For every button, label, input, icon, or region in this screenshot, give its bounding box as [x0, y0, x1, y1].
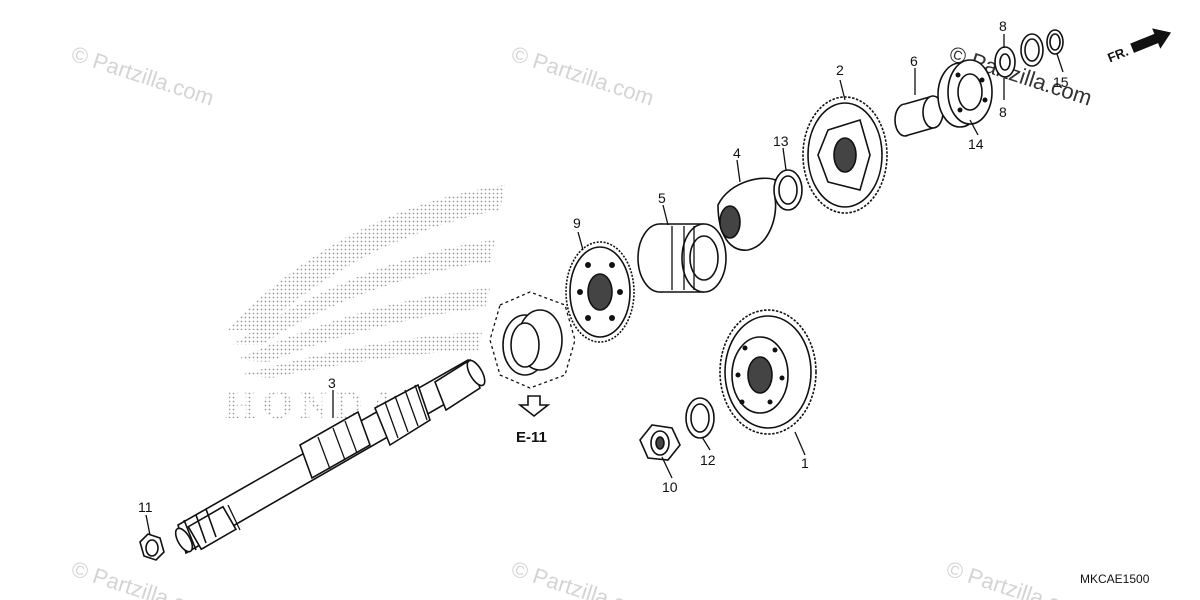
callout-6: 6	[910, 53, 918, 69]
callout-labels: 1 2 3 4 5 6 8 8 9 10 11 12 13 14 15	[138, 18, 1069, 515]
part-15-circlip[interactable]	[1020, 29, 1064, 67]
diagram-code: MKCAE1500	[1080, 572, 1150, 586]
callout-2: 2	[836, 62, 844, 78]
bearing-e11[interactable]: E-11	[489, 291, 576, 446]
front-arrow-icon	[1130, 28, 1172, 53]
leader-lines	[145, 34, 1064, 536]
callout-12: 12	[700, 452, 716, 468]
callout-11: 11	[138, 499, 153, 515]
part-3-mainshaft[interactable]	[172, 358, 488, 555]
part-12-washer[interactable]	[685, 397, 715, 439]
callout-14: 14	[968, 136, 984, 152]
callout-5: 5	[658, 190, 666, 206]
part-2-gear[interactable]	[802, 96, 888, 214]
watermark-text: © Partzilla.com	[68, 556, 217, 600]
wing-shape	[240, 332, 482, 378]
callout-13: 13	[773, 133, 789, 149]
watermark-text: © Partzilla.com	[943, 556, 1092, 600]
part-4-cam[interactable]	[717, 173, 791, 251]
wing-shape	[232, 240, 495, 345]
watermark-text: © Partzilla.com	[508, 41, 657, 111]
wing-shape	[236, 288, 490, 362]
callout-10: 10	[662, 479, 678, 495]
callout-9: 9	[573, 215, 581, 231]
part-11-locknut[interactable]	[139, 533, 165, 561]
part-5-collar[interactable]	[637, 223, 727, 293]
part-1-gear[interactable]	[719, 309, 817, 435]
callout-3: 3	[328, 375, 336, 391]
callout-8-bottom: 8	[999, 104, 1007, 120]
reference-e11-label: E-11	[516, 429, 547, 446]
part-14-bearing[interactable]	[937, 59, 993, 128]
callout-4: 4	[733, 145, 741, 161]
part-13-washer[interactable]	[773, 169, 803, 211]
callout-8-top: 8	[999, 18, 1007, 34]
part-9-gear[interactable]	[565, 241, 635, 343]
wing-shape	[228, 185, 505, 330]
callout-15: 15	[1053, 74, 1069, 90]
front-direction-indicator: FR.	[1105, 28, 1172, 66]
watermark-text: © Partzilla.com	[508, 556, 657, 600]
part-8-washer[interactable]	[994, 46, 1016, 78]
part-10-nut[interactable]	[639, 424, 681, 461]
watermark-text: © Partzilla.com	[68, 41, 217, 111]
part-6-sleeve[interactable]	[894, 95, 944, 137]
callout-1: 1	[801, 455, 809, 471]
front-label: FR.	[1105, 44, 1130, 66]
